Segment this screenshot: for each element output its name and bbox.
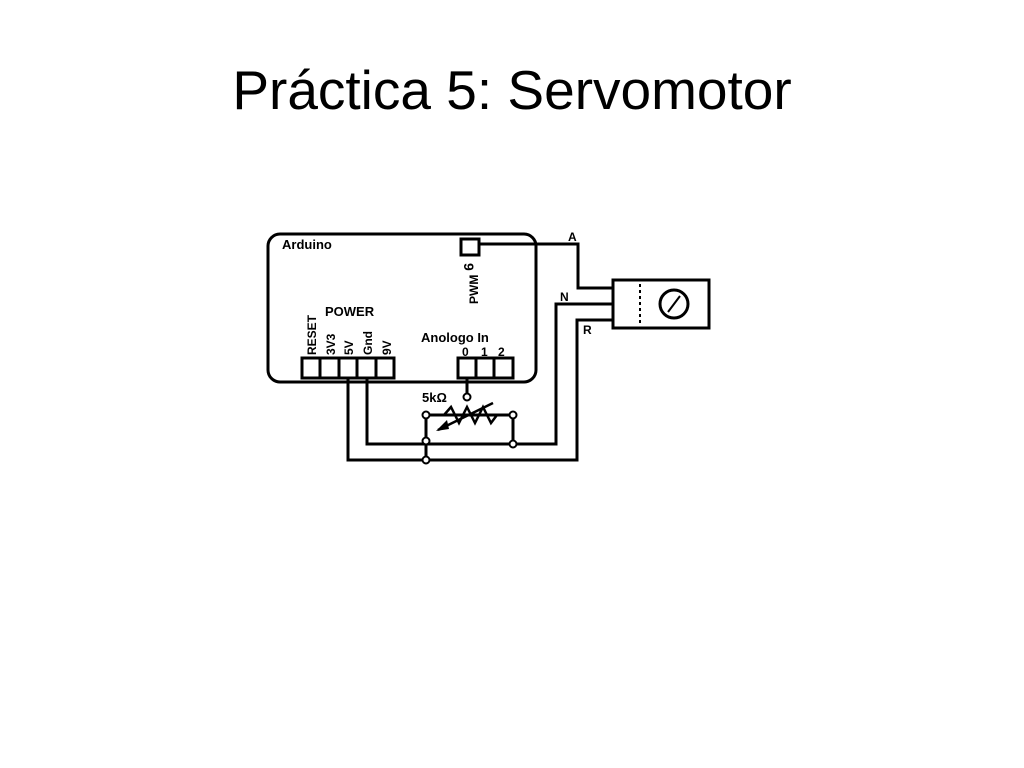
power-pin-3v3: 3V3 (324, 333, 338, 355)
servo-shaft-icon (658, 288, 690, 320)
arduino-label: Arduino (282, 237, 332, 252)
power-pin-9v: 9V (380, 340, 394, 355)
pwm-label: PWM (467, 275, 481, 304)
power-header (300, 356, 396, 380)
slide-title: Práctica 5: Servomotor (232, 59, 792, 121)
power-pin-5v: 5V (342, 340, 356, 355)
analog-header (456, 356, 515, 380)
wire-label-n: N (560, 290, 569, 304)
pwm-pin-9-socket (459, 237, 481, 257)
power-pin-reset: RESET (305, 314, 319, 355)
wire-label-a: A (568, 230, 577, 244)
analog-label: Anologo In (421, 330, 489, 345)
analog-pin-0: 0 (462, 345, 469, 359)
wire-n (365, 302, 613, 446)
power-pin-gnd: Gnd (361, 331, 375, 355)
wire-r (346, 318, 613, 462)
arduino-board (266, 232, 538, 384)
pwm-pin-number: 9 (461, 263, 477, 271)
wire-a (479, 242, 613, 290)
analog-pin-2: 2 (498, 345, 505, 359)
power-label: POWER (325, 304, 375, 319)
wire-label-r: R (583, 323, 592, 337)
potentiometer-label: 5kΩ (422, 390, 447, 405)
analog-pin-1: 1 (481, 345, 488, 359)
